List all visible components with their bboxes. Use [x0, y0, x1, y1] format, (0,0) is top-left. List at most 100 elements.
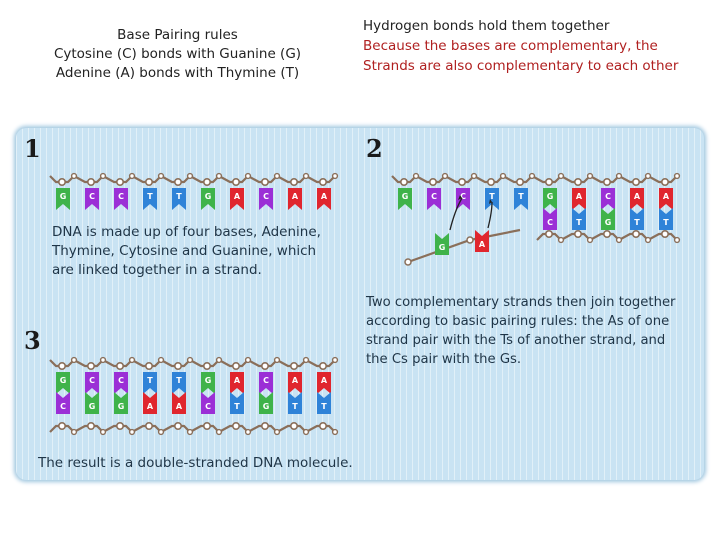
base-letter: C [263, 376, 269, 385]
base-letter: T [576, 218, 582, 227]
phosphate-node [204, 363, 210, 369]
step-2-caption-line: Two complementary strands then join toge… [366, 293, 701, 312]
step-3-caption: The result is a double-stranded DNA mole… [38, 454, 378, 473]
phosphate-node [662, 231, 668, 237]
base-letter: G [60, 192, 67, 201]
sugar-node [246, 358, 251, 363]
phosphate-node [88, 363, 94, 369]
sugar-node [304, 430, 309, 435]
base-letter: A [292, 376, 299, 385]
step-1-caption-line: DNA is made up of four bases, Adenine, [52, 223, 352, 242]
loose-strand-backbone [408, 230, 520, 262]
base-letter: C [431, 192, 437, 201]
phosphate-node [204, 179, 210, 185]
phosphate-node [233, 363, 239, 369]
base-letter: C [89, 192, 95, 201]
base-letter: C [605, 192, 611, 201]
sugar-node [246, 174, 251, 179]
base-letter: G [89, 402, 96, 411]
phosphate-node [262, 423, 268, 429]
step-1-caption: DNA is made up of four bases, Adenine, T… [52, 223, 352, 280]
sugar-node [588, 238, 593, 243]
phosphate-node [146, 179, 152, 185]
phosphate-node [575, 179, 581, 185]
step-2-caption-line: strand pair with the Ts of another stran… [366, 331, 701, 350]
step-2-caption-line: according to basic pairing rules: the As… [366, 312, 701, 331]
sugar-node [72, 430, 77, 435]
base-letter: A [321, 376, 328, 385]
base-letter: A [479, 240, 486, 249]
sugar-node [588, 174, 593, 179]
step-2-caption-line: the Cs pair with the Gs. [366, 350, 701, 369]
phosphate-node [146, 423, 152, 429]
sugar-node [217, 358, 222, 363]
phosphate-node [401, 179, 407, 185]
sugar-node [159, 358, 164, 363]
phosphate-node [633, 179, 639, 185]
base-letter: C [205, 402, 211, 411]
phosphate-node [459, 179, 465, 185]
base-letter: A [234, 192, 241, 201]
phosphate-node [59, 423, 65, 429]
phosphate-node [291, 179, 297, 185]
phosphate-node [546, 231, 552, 237]
base-letter: C [263, 192, 269, 201]
phosphate-node [488, 179, 494, 185]
phosphate-node [117, 423, 123, 429]
phosphate-node [575, 231, 581, 237]
sugar-node [159, 174, 164, 179]
phosphate-node [291, 423, 297, 429]
phosphate-node [117, 179, 123, 185]
base-letter: T [147, 376, 153, 385]
sugar-node [617, 174, 622, 179]
phosphate-node [146, 363, 152, 369]
base-letter: A [663, 192, 670, 201]
phosphate-node [405, 259, 411, 265]
base-letter: T [634, 218, 640, 227]
phosphate-node [204, 423, 210, 429]
sugar-node [675, 238, 680, 243]
sugar-node [414, 174, 419, 179]
sugar-node [304, 174, 309, 179]
sugar-node [188, 430, 193, 435]
phosphate-node [175, 423, 181, 429]
sugar-node [646, 238, 651, 243]
base-letter: G [547, 192, 554, 201]
base-letter: G [402, 192, 409, 201]
sugar-node [675, 174, 680, 179]
sugar-node [559, 174, 564, 179]
base-letter: C [89, 376, 95, 385]
base-letter: G [60, 376, 67, 385]
base-letter: T [321, 402, 327, 411]
base-letter: C [118, 192, 124, 201]
sugar-node [530, 174, 535, 179]
phosphate-node [117, 363, 123, 369]
phosphate-node [430, 179, 436, 185]
step-3-number: 3 [24, 326, 41, 355]
sugar-node [72, 358, 77, 363]
base-letter: G [205, 192, 212, 201]
sugar-node [130, 358, 135, 363]
sugar-node [101, 430, 106, 435]
sugar-node [617, 238, 622, 243]
phosphate-node [59, 363, 65, 369]
base-letter: G [263, 402, 270, 411]
sugar-node [333, 430, 338, 435]
phosphate-node [262, 179, 268, 185]
phosphate-node [320, 363, 326, 369]
sugar-node [246, 430, 251, 435]
base-letter: T [663, 218, 669, 227]
phosphate-node [467, 237, 473, 243]
sugar-node [559, 238, 564, 243]
phosphate-node [262, 363, 268, 369]
sugar-node [188, 358, 193, 363]
sugar-node [472, 174, 477, 179]
phosphate-node [517, 179, 523, 185]
base-letter: T [234, 402, 240, 411]
phosphate-node [546, 179, 552, 185]
sugar-node [72, 174, 77, 179]
sugar-node [275, 174, 280, 179]
sugar-node [275, 358, 280, 363]
step-2-number: 2 [366, 134, 383, 163]
phosphate-node [662, 179, 668, 185]
